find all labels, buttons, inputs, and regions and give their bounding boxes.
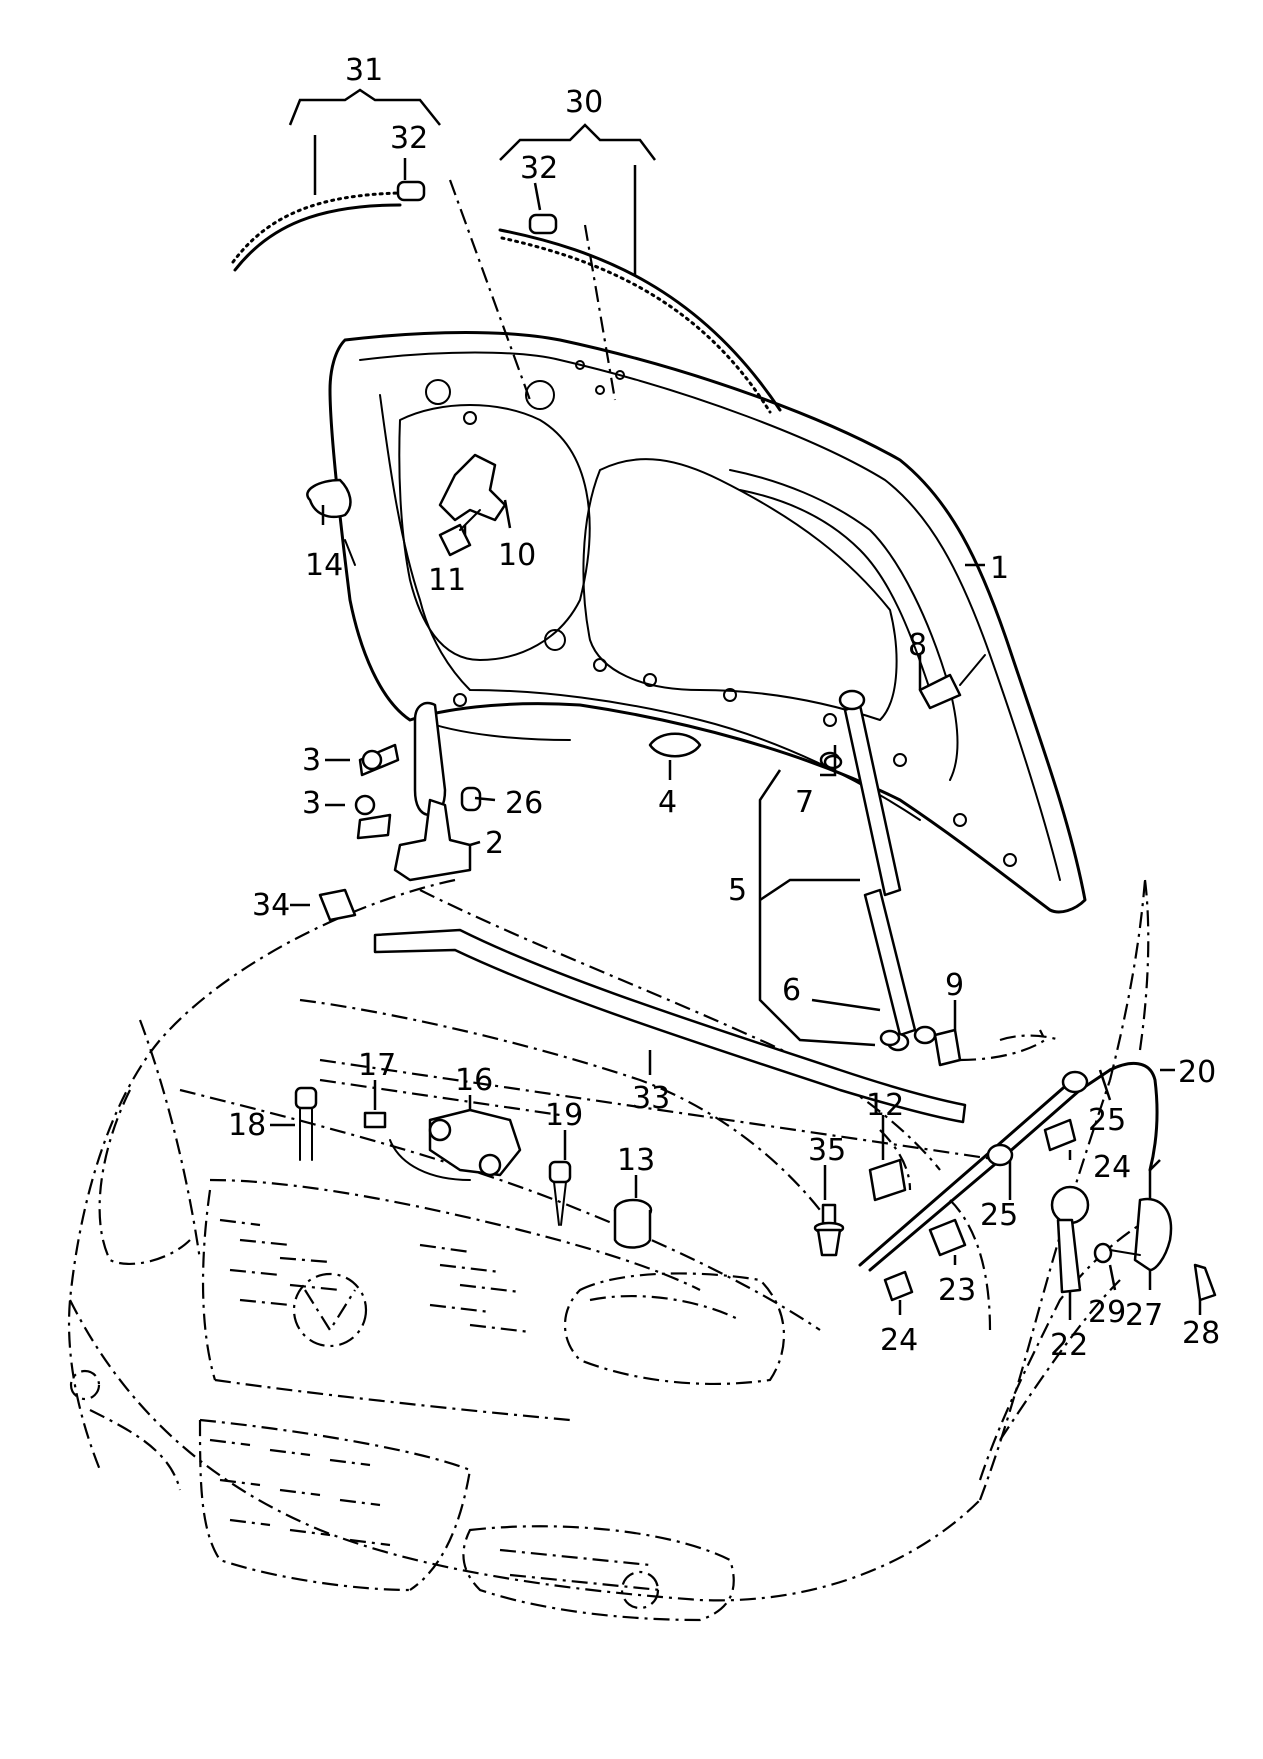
leader-lines [270,88,1202,1320]
callout-25b: 25 [980,1198,1018,1233]
bolt-11 [438,509,481,557]
callout-22: 22 [1050,1328,1088,1363]
screw-29 [1093,1242,1141,1264]
clip-28 [1193,1263,1217,1302]
clip-6 [879,1029,901,1047]
callout-10: 10 [498,538,536,573]
callout-labels: 1 2 3 3 4 5 6 7 8 9 10 11 12 13 14 16 17… [228,53,1220,1363]
lever-27 [1133,1197,1173,1272]
grommet-14 [306,478,352,519]
callout-26: 26 [505,786,543,821]
callout-2: 2 [485,826,504,861]
callout-24a: 24 [1093,1150,1131,1185]
hood-lock-striker [438,453,507,522]
hood-seal-bottom [373,928,967,1124]
hood-gas-strut [819,654,986,1052]
callout-30: 30 [565,85,603,120]
callout-32b: 32 [520,151,558,186]
release-cable [858,1061,1159,1272]
bolt-19 [548,1160,572,1226]
callout-24b: 24 [880,1323,918,1358]
callout-29: 29 [1088,1295,1126,1330]
callout-35: 35 [808,1133,846,1168]
hood-lock [363,1108,522,1181]
callout-17: 17 [358,1048,396,1083]
hood-buffer [648,732,702,758]
bolt-3a [361,749,383,771]
callout-32a: 32 [390,121,428,156]
callout-33: 33 [632,1081,670,1116]
callout-14: 14 [305,548,343,583]
callout-25a: 25 [1088,1103,1126,1138]
buffer-13 [613,1198,653,1249]
strut-bracket-9 [933,1028,962,1067]
pad-34 [318,888,357,922]
callout-3b: 3 [302,786,321,821]
callout-28: 28 [1182,1316,1220,1351]
holder-24a [1043,1118,1077,1152]
callout-1: 1 [990,551,1009,586]
bolt-18 [294,1086,318,1161]
callout-4: 4 [658,785,677,820]
holder-24b [883,1270,914,1302]
seal-end-cap [396,180,426,202]
clip-35 [813,1203,845,1257]
callout-8: 8 [908,628,927,663]
callout-13: 13 [617,1143,655,1178]
callout-31: 31 [345,53,383,88]
callout-19: 19 [545,1098,583,1133]
hood-seal-front [498,213,782,414]
callout-20: 20 [1178,1055,1216,1090]
callout-34: 34 [252,888,290,923]
lock-connector [363,1111,387,1129]
release-lever-22 [1050,1185,1090,1294]
clip-7 [823,754,843,770]
seal-end-cap-2 [528,213,558,235]
bolt-3b [354,794,376,816]
callout-18: 18 [228,1108,266,1143]
hood-seal-left [231,180,426,272]
callout-9: 9 [945,968,964,1003]
car-front-outline [67,878,1171,1622]
hood-panel [328,331,1087,914]
callout-11: 11 [428,563,466,598]
callout-6: 6 [782,973,801,1008]
clip-23 [928,1218,967,1257]
callout-7: 7 [795,785,814,820]
callout-27: 27 [1125,1298,1163,1333]
callout-5: 5 [728,873,747,908]
grille [69,1218,661,1610]
bracket-12 [868,1158,907,1202]
callout-12: 12 [866,1088,904,1123]
callout-16: 16 [455,1063,493,1098]
callout-23: 23 [938,1273,976,1308]
callout-3a: 3 [302,743,321,778]
